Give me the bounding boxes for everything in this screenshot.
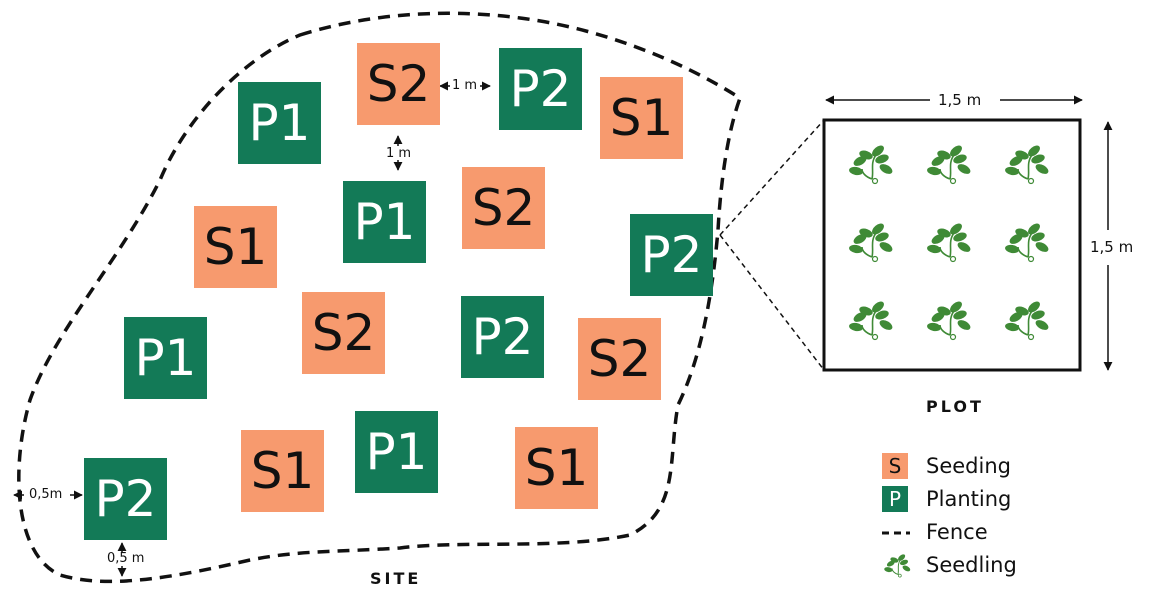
plot-height-label: 1,5 m [1090, 238, 1134, 256]
site-plot-s2: S2 [462, 167, 545, 249]
site-plot-p1: P1 [124, 317, 207, 399]
legend-fence-label: Fence [926, 520, 988, 544]
zoom-line-bottom [719, 234, 825, 371]
seedling-icon [849, 301, 893, 341]
plot-caption: PLOT [926, 397, 984, 416]
plot-frame [822, 118, 1082, 372]
site-plot-p2: P2 [461, 296, 544, 378]
spacing-label-vertical: 1 m [386, 146, 412, 161]
seedling-icon [884, 554, 911, 578]
site-fence [17, 11, 743, 584]
site-plot-p2: P2 [84, 458, 167, 540]
legend-planting-swatch: P [882, 486, 908, 512]
legend-seedling-label: Seedling [926, 553, 1017, 577]
fence-gap-label-vertical: 0,5 m [107, 551, 145, 566]
seedling-icon [849, 223, 893, 263]
seedling-icon [1005, 223, 1049, 263]
legend-planting: P Planting [882, 486, 1011, 512]
site-plot-s2: S2 [578, 318, 661, 400]
site-plot-p1: P1 [355, 411, 438, 493]
site-plot-p1: P1 [238, 82, 321, 164]
site-plot-p1: P1 [343, 181, 426, 263]
site-plot-p2: P2 [499, 48, 582, 130]
legend-planting-label: Planting [926, 487, 1012, 511]
legend-seeding-swatch: S [882, 453, 908, 479]
legend-fence: Fence [882, 519, 988, 545]
site-caption: SITE [370, 569, 422, 588]
site-plot-s1: S1 [515, 427, 598, 509]
legend-seeding-label: Seeding [926, 454, 1011, 478]
spacing-label-horizontal: 1 m [452, 78, 478, 93]
legend-seedling: Seedling [882, 552, 1017, 578]
seedling-icon [849, 145, 893, 185]
site-plot-s2: S2 [302, 292, 385, 374]
seedling-icon [1005, 301, 1049, 341]
seedling-icon [1005, 145, 1049, 185]
fence-gap-label-horizontal: 0,5m [29, 487, 63, 502]
seedling-icon [927, 223, 971, 263]
seedling-icon [927, 145, 971, 185]
plot-width-label: 1,5 m [938, 91, 982, 109]
legend-seedling-icon [884, 554, 911, 578]
legend-seeding: S Seeding [882, 453, 1011, 479]
site-plot-s1: S1 [600, 77, 683, 159]
seedling-grid [849, 145, 1049, 341]
site-plot-s1: S1 [241, 430, 324, 512]
site-plot-p2: P2 [630, 214, 713, 296]
zoom-line-top [719, 119, 825, 236]
site-plot-s2: S2 [357, 43, 440, 125]
seedling-icon [927, 301, 971, 341]
site-plot-s1: S1 [194, 206, 277, 288]
